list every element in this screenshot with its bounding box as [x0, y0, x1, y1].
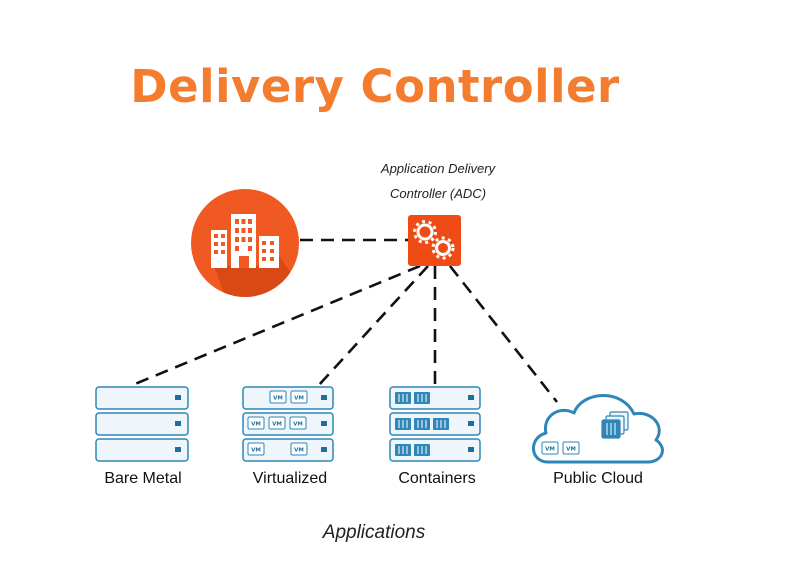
bare-metal-label: Bare Metal: [104, 470, 182, 487]
vm-badge: VM: [247, 416, 265, 430]
adc-label-line-1: Application Delivery: [380, 161, 496, 176]
svg-text:VM: VM: [251, 448, 261, 454]
svg-text:VM: VM: [251, 422, 261, 428]
vm-badge: VM: [269, 390, 287, 404]
svg-text:VM: VM: [294, 448, 304, 454]
svg-text:VM: VM: [566, 447, 576, 453]
svg-text:VM: VM: [293, 422, 303, 428]
vm-badge: VM: [247, 442, 265, 456]
connectors: [134, 238, 559, 403]
adc-node: [408, 215, 461, 266]
vm-badge: VM: [562, 441, 580, 455]
buildings-icon: [211, 214, 279, 268]
virtualized-server: VM VM VM VM VM VM VM: [242, 386, 334, 462]
svg-text:VM: VM: [294, 396, 304, 402]
connector-bare-metal: [134, 264, 421, 386]
svg-text:VM: VM: [272, 422, 282, 428]
containers-server: [389, 386, 481, 462]
vm-badges: VM VM VM VM VM VM VM: [247, 390, 308, 456]
connector-virtualized: [317, 265, 429, 387]
gears-icon: [413, 220, 455, 260]
adc-label: Application Delivery Controller (ADC): [338, 156, 538, 206]
bare-metal-server: [95, 386, 189, 462]
vm-badge: VM: [289, 416, 307, 430]
applications-label: Applications: [322, 522, 426, 543]
svg-text:VM: VM: [273, 396, 283, 402]
adc-label-line-2: Controller (ADC): [389, 186, 487, 201]
vm-badge: VM: [290, 390, 308, 404]
page-title: Delivery Controller: [130, 60, 620, 113]
connector-public-cloud: [448, 265, 559, 403]
vm-badge: VM: [290, 442, 308, 456]
enterprise-node: [191, 189, 299, 297]
vm-badge: VM: [541, 441, 559, 455]
public-cloud-label: Public Cloud: [553, 470, 643, 487]
vm-badge: VM: [268, 416, 286, 430]
virtualized-label: Virtualized: [252, 470, 328, 487]
containers-label: Containers: [398, 470, 476, 487]
public-cloud: VM VM: [532, 394, 664, 464]
svg-text:VM: VM: [545, 447, 555, 453]
